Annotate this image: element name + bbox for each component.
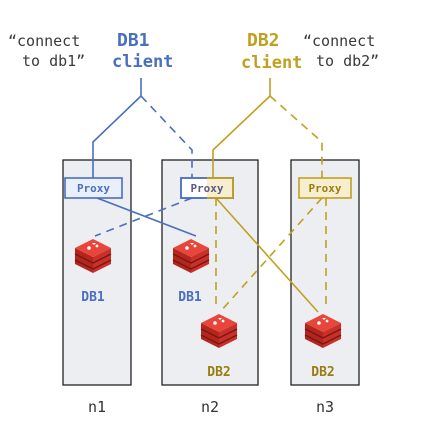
proxy-n3-label: Proxy bbox=[308, 182, 341, 195]
proxy-n2-label: Proxy bbox=[190, 182, 223, 195]
db1-client-quote-line1: “connect bbox=[8, 32, 80, 50]
db2-client-title: DB2 bbox=[247, 30, 280, 51]
db2-client-quote-line1: “connect bbox=[303, 32, 375, 50]
proxy-n3: Proxy bbox=[298, 177, 352, 199]
db-label-n1: DB1 bbox=[81, 290, 105, 305]
db1-client-title: DB1 bbox=[117, 30, 150, 51]
db1-client-label: client bbox=[112, 52, 173, 72]
db2-client-quote-line2: to db2” bbox=[316, 52, 379, 70]
proxy-n1: Proxy bbox=[64, 177, 123, 199]
db2-client-label: client bbox=[241, 53, 302, 73]
db-label-n2-db2: DB2 bbox=[207, 365, 230, 380]
node-n2-name: n2 bbox=[201, 398, 219, 416]
db1-client-quote-line2: to db1” bbox=[22, 52, 85, 70]
db2-client-connections bbox=[212, 78, 327, 313]
node-n1-name: n1 bbox=[88, 398, 106, 416]
node-n3-name: n3 bbox=[316, 398, 334, 416]
proxy-n1-label: Proxy bbox=[77, 182, 110, 195]
db-label-n2-db1: DB1 bbox=[178, 290, 202, 305]
db-label-n3: DB2 bbox=[311, 365, 334, 380]
proxy-n2: Proxy bbox=[180, 177, 234, 199]
db1-client-connections bbox=[92, 78, 197, 237]
